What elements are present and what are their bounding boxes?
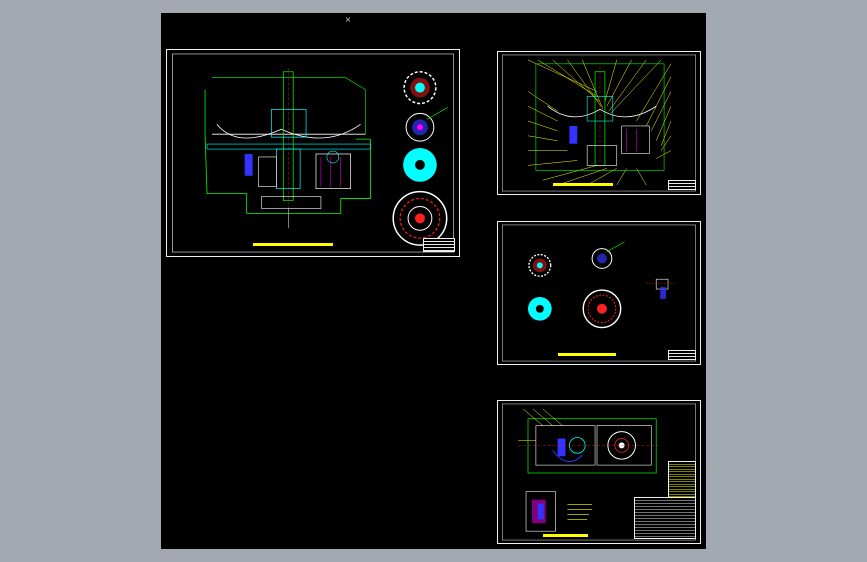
- detail-drawing-graphic: [502, 54, 696, 192]
- title-block: [668, 180, 696, 190]
- gearbox-drawing-graphic: [502, 403, 696, 541]
- sheet-main-assembly[interactable]: [166, 49, 460, 257]
- assembly-drawing-graphic: [172, 53, 454, 253]
- title-block: [634, 497, 696, 539]
- sheet-detail-assembly[interactable]: [497, 51, 701, 195]
- sheet-gearbox-assembly[interactable]: [497, 400, 701, 544]
- part-details-graphic: [502, 224, 696, 362]
- title-block: [668, 350, 696, 360]
- drawing-caption: [543, 534, 588, 537]
- sheet-part-details[interactable]: [497, 221, 701, 365]
- drawing-caption: [253, 243, 333, 246]
- drawing-caption: [558, 353, 616, 356]
- close-icon[interactable]: ×: [344, 15, 352, 24]
- parts-list-table: [668, 461, 696, 499]
- drawing-caption: [553, 183, 613, 186]
- drawing-viewport[interactable]: ×: [161, 13, 706, 549]
- title-block: [423, 238, 455, 252]
